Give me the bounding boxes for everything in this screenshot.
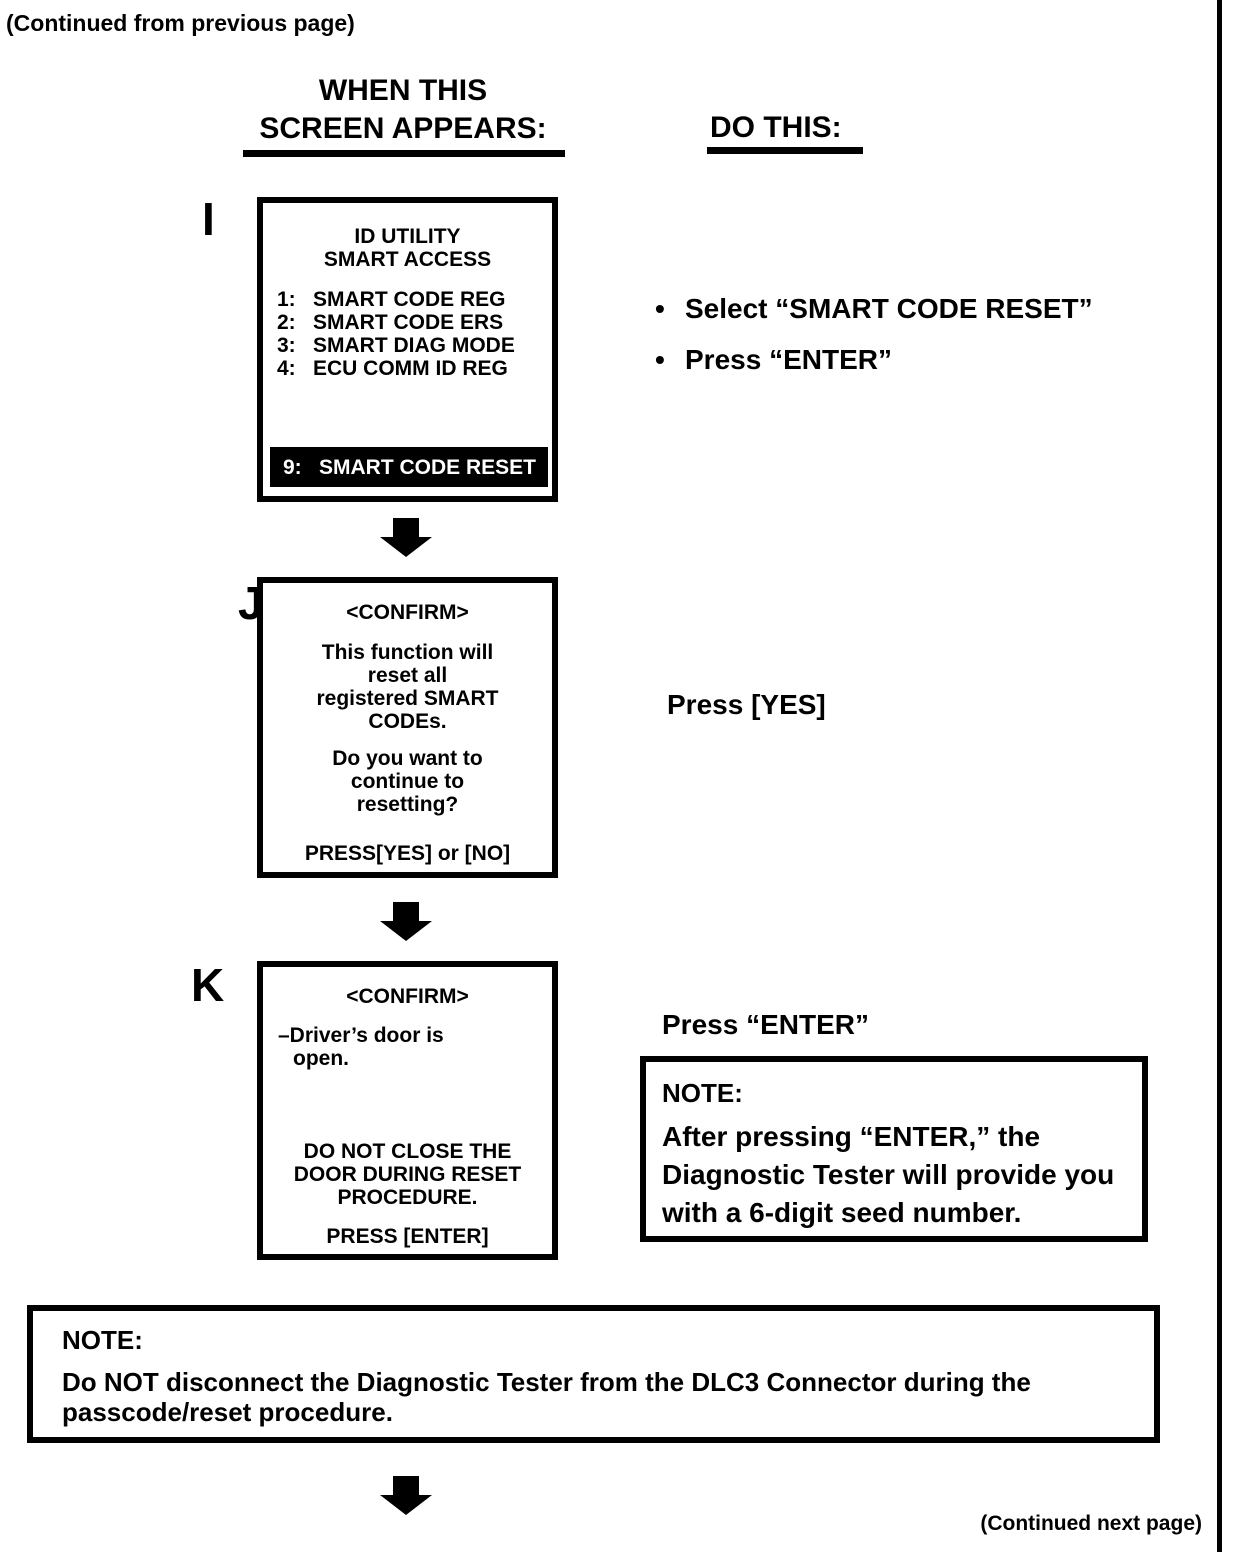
note-box-disconnect-warning: NOTE: Do NOT disconnect the Diagnostic T… xyxy=(27,1305,1160,1443)
menu-item: 2: SMART CODE ERS xyxy=(277,311,552,334)
menu-item-highlighted: 9: SMART CODE RESET xyxy=(270,447,548,487)
column-header-do-this: DO THIS: xyxy=(710,111,842,144)
screen-k-warning-line1: DO NOT CLOSE THE xyxy=(303,1140,512,1163)
screen-k-warning: DO NOT CLOSE THE DOOR DURING RESET PROCE… xyxy=(263,1140,552,1209)
when-header-line2: SCREEN APPEARS: xyxy=(259,112,547,145)
menu-item-text: SMART CODE REG xyxy=(313,288,506,311)
screen-k-item-line1: –Driver’s door is xyxy=(278,1024,444,1047)
do-this-header-underline xyxy=(707,147,863,154)
menu-item-text: ECU COMM ID REG xyxy=(313,357,508,380)
screen-i-menu: 1: SMART CODE REG 2: SMART CODE ERS 3: S… xyxy=(263,288,552,380)
screen-k-item: –Driver’s door is open. xyxy=(263,1024,552,1070)
menu-item-number: 1: xyxy=(277,288,296,311)
screen-k-warning-line2: DOOR DURING RESET xyxy=(293,1163,522,1186)
arrow-head xyxy=(380,537,432,557)
note-body-line2: passcode/reset procedure. xyxy=(62,1397,393,1427)
step-label-k: K xyxy=(191,959,225,1011)
when-header-underline xyxy=(243,150,565,157)
note-title: NOTE: xyxy=(662,1078,743,1108)
note-title: NOTE: xyxy=(62,1325,143,1355)
screen-j-body2-line2: continue to xyxy=(350,770,465,793)
screen-j-footer: PRESS[YES] or [NO] xyxy=(304,842,511,865)
menu-item-number: 9: xyxy=(283,455,302,479)
tester-screen-k: <CONFIRM> –Driver’s door is open. DO NOT… xyxy=(257,961,558,1260)
screen-j-body2-line1: Do you want to xyxy=(332,747,483,770)
arrow-stem xyxy=(393,902,419,921)
menu-item-number: 3: xyxy=(277,334,296,357)
note-body-line3: with a 6-digit seed number. xyxy=(662,1197,1022,1228)
screen-i-title: ID UTILITY SMART ACCESS xyxy=(263,203,552,271)
bullet-icon: • xyxy=(655,293,665,324)
action-text: Select “SMART CODE RESET” xyxy=(685,293,1093,324)
action-bullet-item: • Select “SMART CODE RESET” xyxy=(655,292,1093,325)
tester-screen-j: <CONFIRM> This function will reset all r… xyxy=(257,577,558,878)
screen-j-body1-line4: CODEs. xyxy=(368,710,447,733)
action-step-j: Press [YES] xyxy=(667,689,826,720)
screen-j-title: <CONFIRM> xyxy=(346,601,469,624)
screen-j-body2: Do you want to continue to resetting? xyxy=(263,747,552,816)
menu-item: 4: ECU COMM ID REG xyxy=(277,357,552,380)
note-body-line1: Do NOT disconnect the Diagnostic Tester … xyxy=(62,1367,1031,1397)
arrow-stem xyxy=(393,518,419,537)
screen-j-body2-line3: resetting? xyxy=(356,793,459,816)
arrow-stem xyxy=(393,1476,419,1495)
screen-k-title: <CONFIRM> xyxy=(346,985,469,1008)
menu-item: 3: SMART DIAG MODE xyxy=(277,334,552,357)
note-body: After pressing “ENTER,” the Diagnostic T… xyxy=(662,1118,1128,1232)
screen-j-body1-line3: registered SMART xyxy=(316,687,499,710)
screen-j-body1: This function will reset all registered … xyxy=(263,641,552,733)
continued-from-previous-label: (Continued from previous page) xyxy=(6,10,355,36)
when-header-line1: WHEN THIS xyxy=(318,74,488,107)
arrow-head xyxy=(380,921,432,941)
menu-item-number: 2: xyxy=(277,311,296,334)
screen-j-body1-line1: This function will xyxy=(321,641,494,664)
menu-item-number: 4: xyxy=(277,357,296,380)
tester-screen-i: ID UTILITY SMART ACCESS 1: SMART CODE RE… xyxy=(257,197,558,502)
screen-k-item-line2: open. xyxy=(293,1047,349,1070)
actions-step-i: • Select “SMART CODE RESET” • Press “ENT… xyxy=(655,292,1093,394)
screen-i-title-line2: SMART ACCESS xyxy=(323,248,492,271)
continued-next-page-label: (Continued next page) xyxy=(980,1512,1202,1535)
action-bullet-item: • Press “ENTER” xyxy=(655,343,1093,376)
screen-j-body1-line2: reset all xyxy=(367,664,448,687)
menu-item-text: SMART CODE RESET xyxy=(319,455,537,479)
note-body-line2: Diagnostic Tester will provide you xyxy=(662,1159,1115,1190)
menu-item: 1: SMART CODE REG xyxy=(277,288,552,311)
screen-k-warning-line3: PROCEDURE. xyxy=(337,1186,478,1209)
step-label-i: I xyxy=(202,193,215,245)
menu-item-text: SMART DIAG MODE xyxy=(313,334,515,357)
down-arrow-icon xyxy=(380,902,432,941)
bullet-icon: • xyxy=(655,344,665,375)
screen-k-footer: PRESS [ENTER] xyxy=(326,1225,489,1248)
action-text: Press “ENTER” xyxy=(685,344,892,375)
menu-item-text: SMART CODE ERS xyxy=(313,311,504,334)
action-step-k: Press “ENTER” xyxy=(662,1009,869,1040)
page-right-border xyxy=(1217,0,1222,1552)
screen-i-title-line1: ID UTILITY xyxy=(354,225,461,248)
arrow-head xyxy=(380,1495,432,1515)
note-body-line1: After pressing “ENTER,” the xyxy=(662,1121,1041,1152)
column-header-when: WHEN THIS SCREEN APPEARS: xyxy=(240,72,566,148)
note-box-seed-number: NOTE: After pressing “ENTER,” the Diagno… xyxy=(640,1056,1148,1242)
note-body: Do NOT disconnect the Diagnostic Tester … xyxy=(62,1367,1134,1427)
down-arrow-icon xyxy=(380,1476,432,1515)
down-arrow-icon xyxy=(380,518,432,557)
